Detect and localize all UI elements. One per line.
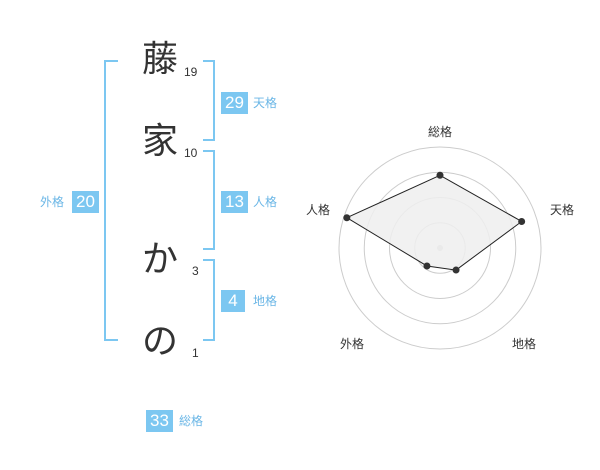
stroke-count-2: 10	[184, 146, 198, 160]
radar-polygon	[345, 174, 523, 271]
stroke-count-1: 19	[184, 65, 198, 79]
soukaku-label: 総格	[179, 414, 204, 428]
radar-label-tenkaku: 天格	[550, 203, 575, 217]
radar-ring	[338, 146, 542, 350]
gaikaku-bracket	[104, 60, 118, 341]
tenkaku-badge: 29	[221, 92, 248, 114]
radar-label-soukaku: 総格	[428, 125, 453, 139]
tenkaku-label: 天格	[253, 96, 278, 110]
radar-points	[343, 171, 526, 274]
radar-label-chikaku: 地格	[512, 337, 537, 351]
jinkaku-badge: 13	[221, 191, 248, 213]
stroke-count-3: 3	[192, 264, 199, 278]
radar-point-1	[518, 217, 526, 225]
radar-label-jinkaku: 人格	[306, 203, 331, 217]
jinkaku-label: 人格	[253, 195, 278, 209]
radar-point-2	[452, 266, 460, 274]
radar-point-0	[436, 171, 444, 179]
radar-point-3	[423, 262, 431, 270]
gaikaku-badge: 20	[72, 191, 99, 213]
chikaku-badge: 4	[221, 290, 245, 312]
gaikaku-label: 外格	[40, 195, 65, 209]
chikaku-bracket	[203, 259, 215, 341]
jinkaku-bracket	[203, 150, 215, 250]
tenkaku-bracket	[203, 60, 215, 141]
name-char-3: か	[142, 239, 179, 280]
radar-label-gaikaku: 外格	[340, 337, 365, 351]
name-char-4: の	[142, 321, 179, 362]
radar-point-4	[343, 214, 351, 222]
stroke-count-4: 1	[192, 346, 199, 360]
chikaku-label: 地格	[253, 294, 278, 308]
soukaku-badge: 33	[146, 410, 173, 432]
name-char-2: 家	[142, 121, 179, 162]
name-char-1: 藤	[142, 39, 179, 80]
